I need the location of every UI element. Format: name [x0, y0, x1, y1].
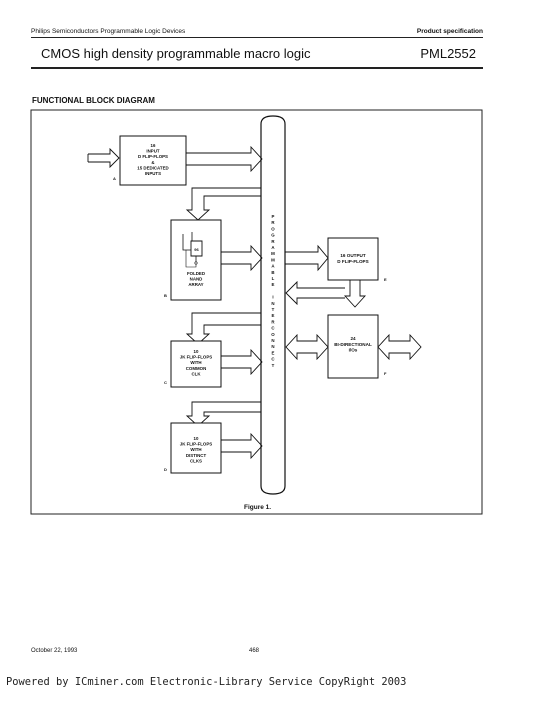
interconnect-letter: M: [271, 251, 275, 256]
interconnect-letter: N: [271, 301, 274, 306]
powered-by-footer: Powered by ICminer.com Electronic-Librar…: [6, 676, 407, 688]
interconnect-letter: T: [272, 363, 275, 368]
interconnect-letter: I: [272, 295, 273, 300]
interconnect-letter: T: [272, 307, 275, 312]
interconnect-letter: C: [271, 326, 275, 331]
interconnect-letter: G: [271, 233, 275, 238]
external-input-arrow: [88, 147, 120, 169]
header-right: Product specification: [416, 28, 483, 35]
input-flipflops-block: [119, 135, 187, 186]
jk_common-label-line: 10: [194, 349, 199, 354]
interconnect-letter: B: [271, 270, 274, 275]
arrow-bus-to-b: [185, 187, 261, 221]
arrow-c-to-bus: [221, 348, 263, 376]
nand-gate-count: 96: [194, 247, 199, 252]
interconnect-bus: [260, 115, 286, 495]
output-flipflops-block: [327, 237, 379, 281]
interconnect-letter: L: [272, 276, 275, 281]
input-label-line: D FLIP-FLOPS: [138, 154, 168, 159]
jk_distinct-label-line: CLKS: [190, 458, 202, 463]
block-letter-c: C: [164, 380, 167, 385]
title-rule: [31, 67, 483, 69]
arrow-bus-to-d: [185, 401, 261, 427]
input-label-line: 15 DEDICATED: [137, 165, 168, 170]
input-label-line: INPUT: [146, 149, 159, 154]
interconnect-letter: P: [272, 214, 275, 219]
part-number: PML2552: [420, 46, 476, 61]
footer-date: October 22, 1993: [31, 648, 78, 654]
interconnect-letter: A: [271, 245, 275, 250]
header-rule: [31, 37, 483, 38]
interconnect-letter: M: [271, 257, 275, 262]
arrow-b-to-bus: [221, 244, 263, 272]
block-letter-d: D: [164, 467, 167, 472]
interconnect-letter: O: [271, 226, 275, 231]
arrow-external-io: [377, 333, 422, 361]
figure-caption: Figure 1.: [244, 504, 272, 511]
figure-frame: [30, 109, 483, 515]
bidir-label-line: I/Os: [349, 348, 358, 353]
interconnect-letter: O: [271, 332, 275, 337]
document-title: CMOS high density programmable macro log…: [41, 46, 311, 61]
arrow-e-to-bus: [285, 280, 345, 306]
arrow-bus-to-e: [285, 244, 329, 272]
jk-distinct-block: [170, 422, 222, 474]
input-label-line: 16: [151, 143, 156, 148]
jk_common-label-line: COMMON: [186, 366, 207, 371]
jk_distinct-label-line: 10: [194, 436, 199, 441]
interconnect-letter: C: [271, 357, 275, 362]
arrow-d-to-bus: [221, 432, 263, 460]
nand-label-line: FOLDED: [187, 271, 205, 276]
block-letter-f: F: [384, 371, 387, 376]
interconnect-letter: R: [271, 319, 275, 324]
block-letter-b: B: [164, 293, 167, 298]
interconnect-letter: E: [272, 282, 275, 287]
jk_common-label-line: JK FLIP-FLOPS: [180, 355, 213, 360]
arrow-e-to-f: [343, 280, 367, 308]
jk-common-block: [170, 340, 222, 388]
bidir-label-line: 24: [350, 336, 356, 341]
interconnect-letter: N: [271, 338, 274, 343]
interconnect-letter: N: [271, 344, 274, 349]
output-label-line: D FLIP-FLOPS: [337, 259, 368, 264]
nand-label-line: ARRAY: [188, 282, 203, 287]
block-letter-a: A: [113, 176, 116, 181]
header-left: Philips Semiconductors Programmable Logi…: [31, 28, 186, 35]
input-label-line: &: [151, 160, 155, 165]
jk_common-label-line: CLK: [191, 371, 201, 376]
jk_distinct-label-line: DISTINCT: [186, 453, 207, 458]
interconnect-letter: R: [271, 239, 275, 244]
arrow-bus-f-bidirectional: [285, 333, 329, 361]
arrow-a-to-bus: [186, 145, 263, 173]
input-label-line: INPUTS: [145, 171, 161, 176]
block-letter-e: E: [384, 277, 387, 282]
interconnect-letter: E: [272, 313, 275, 318]
arrow-bus-to-c: [185, 312, 261, 345]
jk_common-label-line: WITH: [190, 360, 201, 365]
nand-gate-icon: [182, 232, 203, 268]
section-heading: FUNCTIONAL BLOCK DIAGRAM: [32, 96, 155, 105]
output-label-line: 16 OUTPUT: [340, 253, 365, 258]
interconnect-letter: A: [271, 264, 275, 269]
nand-label-line: NAND: [190, 277, 203, 282]
interconnect-letter: R: [271, 220, 275, 225]
jk_distinct-label-line: WITH: [190, 447, 201, 452]
page-number: 468: [249, 648, 260, 654]
bidir-label-line: BI-DIRECTIONAL: [334, 342, 372, 347]
jk_distinct-label-line: JK FLIP-FLOPS: [180, 442, 213, 447]
interconnect-letter: E: [272, 350, 275, 355]
